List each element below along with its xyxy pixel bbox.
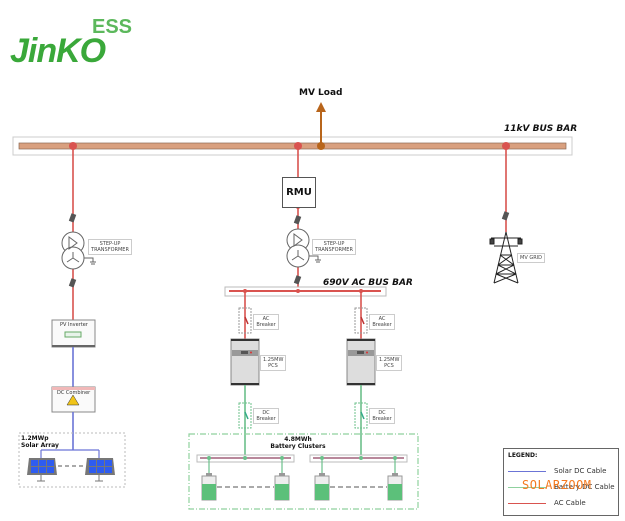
cable-marker-icon [68, 278, 77, 288]
cable-marker-icon [293, 215, 302, 225]
mv-load-label: MV Load [299, 88, 343, 98]
transmission-tower-icon [489, 231, 523, 284]
dc-combiner-label: DC Combiner [57, 390, 91, 396]
bus-11kv-label: 11kV BUS BAR [504, 124, 578, 134]
step-up-transformer-bess-label: STEP-UP TRANSFORMER [312, 239, 356, 255]
pcs-1-cabinet-icon [230, 338, 260, 386]
solar-array-group [18, 432, 126, 488]
cable-marker-icon [68, 213, 77, 223]
battery-cluster-group [188, 433, 419, 510]
ac-breaker-2-label: AC Breaker [369, 314, 395, 330]
logo-brand: JinKO [10, 32, 106, 70]
bus-690v-label: 690V AC BUS BAR [323, 278, 413, 288]
rmu-label: RMU [286, 187, 312, 198]
grid-bus-node [502, 142, 510, 150]
rmu-bus-node [294, 142, 302, 150]
mv-grid-label: MV GRID [517, 253, 545, 263]
dc-combiner-icon [51, 386, 96, 413]
battery-clusters-label: 4.8MWh Battery Clusters [270, 436, 326, 450]
legend: LEGEND: Solar DC Cable Battery DC Cable … [503, 448, 619, 516]
pv-inverter-icon [51, 319, 96, 348]
dc-breaker-2-label: DC Breaker [369, 408, 395, 424]
cable-marker-icon [501, 211, 510, 221]
step-up-transformer-bess-icon [286, 228, 321, 268]
battery-icon [387, 473, 403, 501]
solar-array-label: 1.2MWp Solar Array [21, 435, 59, 449]
mv-load-arrow-icon [316, 102, 326, 112]
dc-breaker-1-icon [238, 402, 252, 429]
dc-breaker-1-label: DC Breaker [253, 408, 279, 424]
pcs-2-cabinet-icon [346, 338, 376, 386]
ac-line-swatch [508, 502, 546, 504]
solar-panel-icon [85, 458, 115, 482]
solar-panel-icon [27, 458, 57, 482]
battery-icon [274, 473, 290, 501]
battery-dc-line-swatch [508, 486, 546, 488]
logo-suffix: ESS [92, 16, 133, 38]
warning-icon [66, 394, 80, 406]
legend-item-battery-dc: Battery DC Cable [508, 483, 615, 491]
bus-11kv-bar [18, 142, 567, 150]
ac-breaker-2-icon [354, 307, 368, 334]
pv-bus-node [69, 142, 77, 150]
legend-item-ac: AC Cable [508, 499, 586, 507]
legend-title: LEGEND: [508, 452, 538, 459]
legend-item-solar-dc: Solar DC Cable [508, 467, 606, 475]
mv-load-node [317, 142, 325, 150]
cable-marker-icon [293, 275, 302, 285]
pv-inverter-label: PV Inverter [60, 322, 88, 328]
step-up-transformer-pv-label: STEP-UP TRANSFORMER [88, 239, 132, 255]
ac-breaker-1-label: AC Breaker [253, 314, 279, 330]
battery-icon [201, 473, 217, 501]
solar-dc-line-swatch [508, 470, 546, 472]
ac-breaker-1-icon [238, 307, 252, 334]
battery-icon [314, 473, 330, 501]
rmu-box: RMU [282, 177, 316, 208]
solarzoom-watermark: SOLARZOOM [522, 478, 592, 492]
dc-breaker-2-icon [354, 402, 368, 429]
step-up-transformer-pv-icon [61, 231, 96, 270]
